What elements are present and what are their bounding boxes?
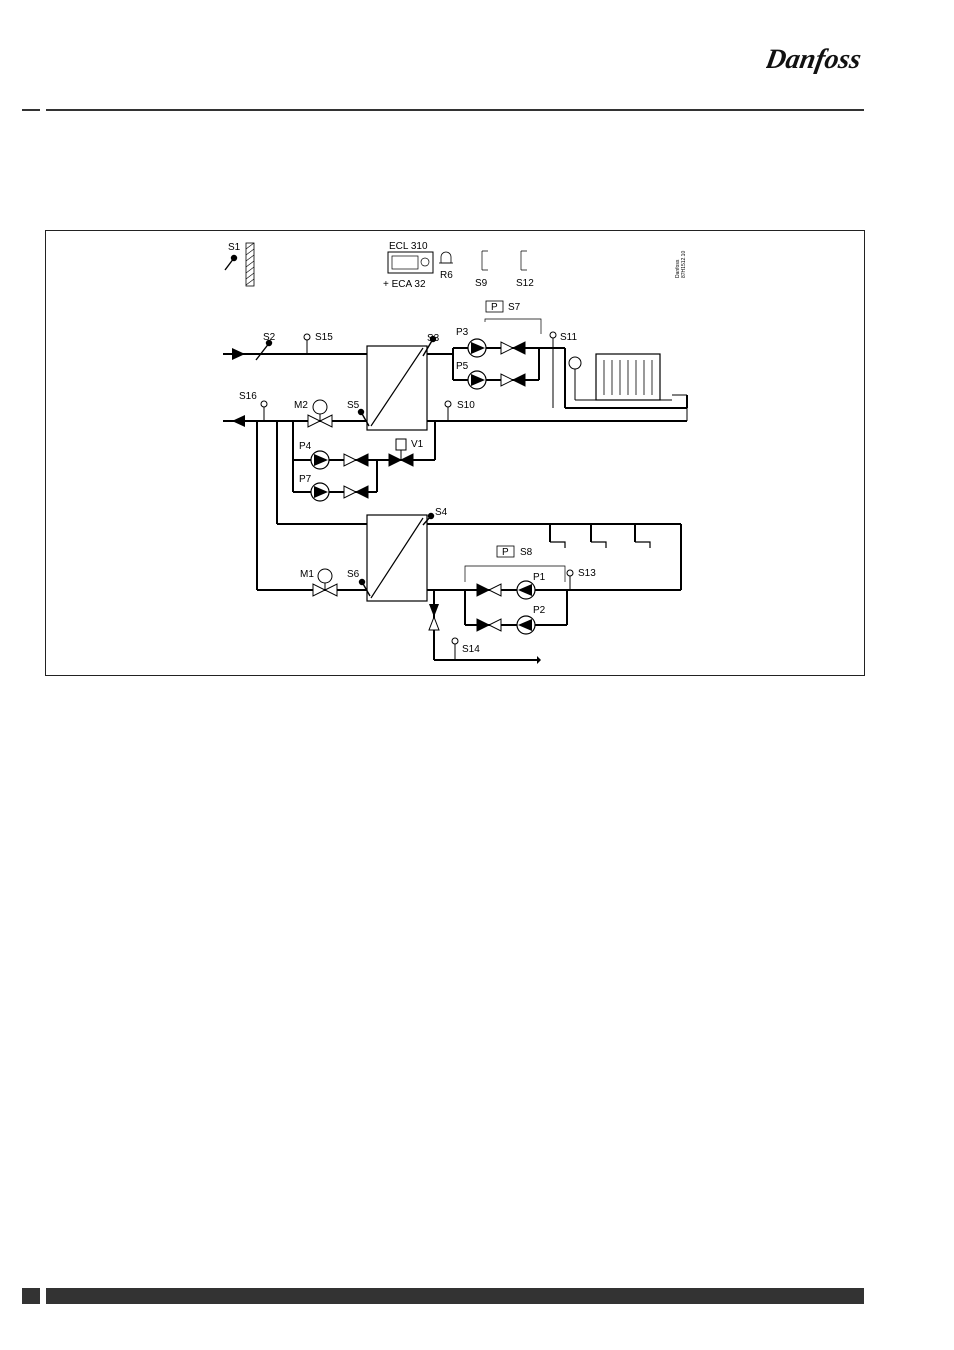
label-s12: S12 <box>516 278 534 289</box>
pump-p1-icon <box>517 581 535 599</box>
sensor-s10-icon <box>445 401 451 407</box>
sensor-s11-icon <box>550 332 556 338</box>
switch-icons <box>482 251 527 270</box>
label-s9: S9 <box>475 278 488 289</box>
sensor-s16-icon <box>261 401 267 407</box>
valve-v1-icon <box>389 454 401 466</box>
alarm-icon <box>439 252 453 263</box>
label-s6: S6 <box>347 569 360 580</box>
label-s7: S7 <box>508 302 521 313</box>
sensor-s4-icon <box>429 514 434 519</box>
valve-icon <box>477 584 489 596</box>
label-s16: S16 <box>239 391 257 402</box>
label-dp-s7: P <box>491 302 498 313</box>
valve-icon <box>344 486 356 498</box>
label-s13: S13 <box>578 568 596 579</box>
brand-wordmark: Danfoss <box>766 44 863 75</box>
check-valve-open-icon <box>429 617 439 630</box>
controller-icon <box>388 252 433 273</box>
label-r6: R6 <box>440 270 453 281</box>
motor-valve-m1-icon <box>313 584 325 596</box>
label-s14: S14 <box>462 644 480 655</box>
label-controller: ECL 310 <box>389 241 428 252</box>
valve-icon <box>477 619 489 631</box>
label-p3: P3 <box>456 327 469 338</box>
header-rule <box>46 109 864 111</box>
label-dp-s8: P <box>502 547 509 558</box>
switch-s12-icon <box>521 251 527 270</box>
sensor-s14-icon <box>452 638 458 644</box>
thermostat-icon <box>569 357 581 369</box>
sensor-s15-icon <box>304 334 310 340</box>
heat-exchanger-1 <box>367 346 427 430</box>
taps <box>550 542 650 548</box>
danfoss-logo: Danfoss <box>766 36 868 80</box>
tap-icon <box>635 542 650 548</box>
inlet-arrow-icon <box>537 656 541 664</box>
label-module: + ECA 32 <box>383 279 426 290</box>
label-s8: S8 <box>520 547 533 558</box>
label-p7: P7 <box>299 474 312 485</box>
label-s1: S1 <box>228 242 241 253</box>
tap-icon <box>550 542 565 548</box>
label-s5: S5 <box>347 400 360 411</box>
header-rule-short <box>22 109 40 111</box>
radiator-icon <box>569 354 660 400</box>
heat-exchanger-2 <box>367 515 427 601</box>
pump-p7-icon <box>311 483 329 501</box>
label-m1: M1 <box>300 569 314 580</box>
label-s2: S2 <box>263 332 276 343</box>
valve-icon <box>344 454 356 466</box>
label-s11: S11 <box>560 332 577 343</box>
valve-icon <box>501 342 513 354</box>
label-p5: P5 <box>456 361 469 372</box>
label-s15: S15 <box>315 332 333 343</box>
label-s4: S4 <box>435 507 448 518</box>
switch-s9-icon <box>482 251 488 270</box>
dp-switch-s8 <box>465 546 565 582</box>
label-p2: P2 <box>533 605 546 616</box>
label-p4: P4 <box>299 441 312 452</box>
valve-icon <box>501 374 513 386</box>
check-valve-icon <box>429 604 439 617</box>
diagram-labels: S1 S2 S15 S3 S16 M2 S5 S10 P3 P5 S11 P S… <box>228 241 687 655</box>
pump-p5-icon <box>468 371 486 389</box>
label-v1: V1 <box>411 439 424 450</box>
tap-icon <box>591 542 606 548</box>
label-m2: M2 <box>294 400 308 411</box>
wall-hatch <box>246 243 254 286</box>
footer-bar <box>46 1288 864 1304</box>
pump-p4-icon <box>311 451 329 469</box>
pump-p3-icon <box>468 339 486 357</box>
supply-arrow-icon <box>232 348 245 360</box>
sensor-s13-icon <box>567 570 573 576</box>
heating-system-diagram: S1 S2 S15 S3 S16 M2 S5 S10 P3 P5 S11 P S… <box>45 230 865 676</box>
label-p1: P1 <box>533 572 546 583</box>
sensor-s6-icon <box>360 580 365 585</box>
footer-page-marker <box>22 1288 40 1304</box>
motor-valve-m2-icon <box>308 415 320 427</box>
pump-p2-icon <box>517 616 535 634</box>
sensor-s5-icon <box>359 410 364 415</box>
drawing-reference: Danfoss 87H1512.10 <box>675 251 687 278</box>
label-s3: S3 <box>427 333 440 344</box>
outdoor-sensor-s1-icon <box>232 256 237 261</box>
label-s10: S10 <box>457 400 475 411</box>
return-arrow-icon <box>232 415 245 427</box>
drawing-reference-line-2: 87H1512.10 <box>681 251 687 278</box>
